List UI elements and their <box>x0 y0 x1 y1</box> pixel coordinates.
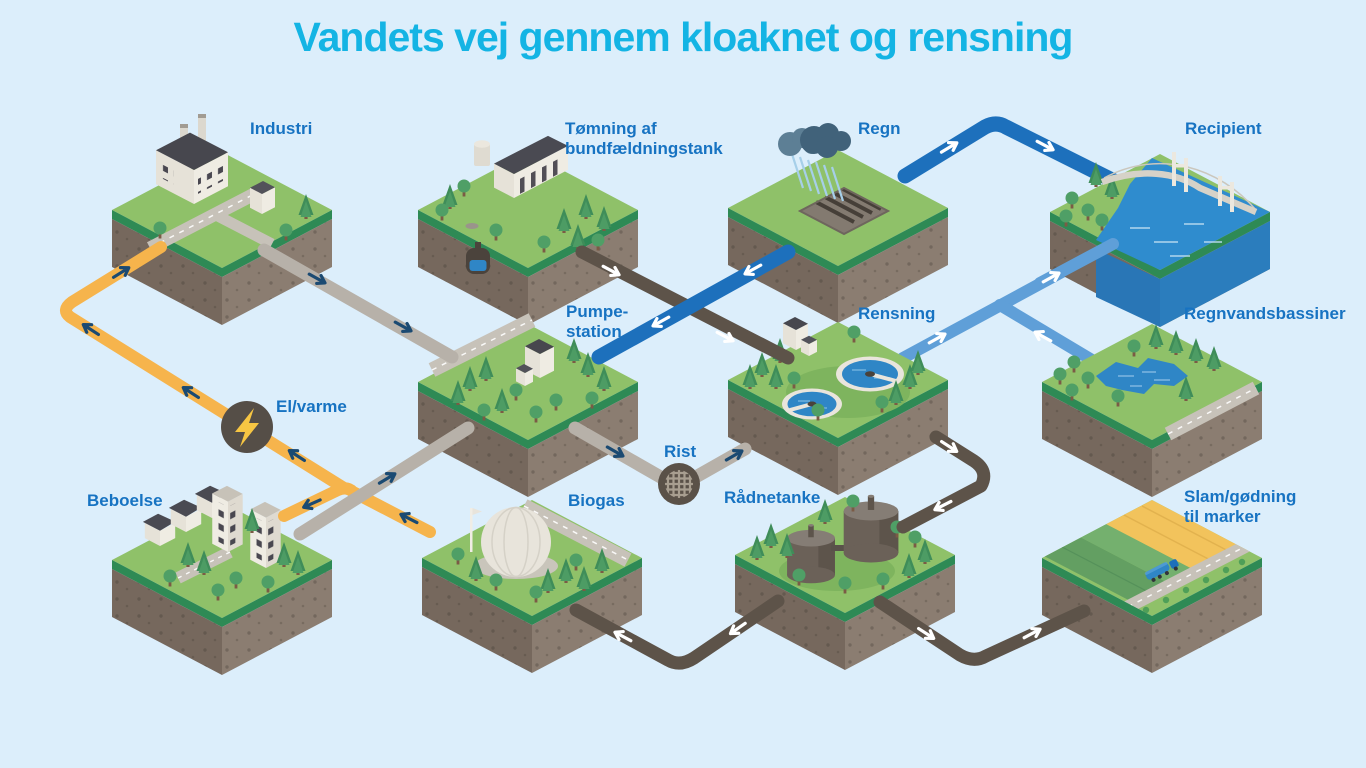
bridge <box>1100 152 1258 215</box>
tile-regn <box>728 123 948 323</box>
label-el-varme: El/varme <box>276 397 347 416</box>
tile-slam <box>1042 500 1262 673</box>
pipe-treated-branch-regnvandsbassiner <box>994 299 1098 366</box>
pipe-energy-biogas-elvarme-industri <box>60 241 350 494</box>
farmhouse <box>474 135 568 198</box>
apartment-block <box>212 485 243 552</box>
label-pumpestation: Pumpe-station <box>566 302 629 342</box>
tile-toemning <box>418 135 638 325</box>
tile-recipient <box>1050 152 1270 327</box>
pipe-wastewater-industri-pumpestation <box>257 243 459 364</box>
tile-rensning <box>728 317 948 495</box>
pipe-sludge-raadnetanke-biogas <box>569 594 785 670</box>
page-title: Vandets vej gennem kloaknet og rensning <box>293 14 1074 60</box>
tile-beboelse <box>112 485 332 675</box>
label-industri: Industri <box>250 119 313 138</box>
el-varme-icon <box>221 401 273 453</box>
pump-house <box>516 339 554 386</box>
pipe-rainwater-regn-pumpestation <box>591 244 796 365</box>
biogas-dome <box>470 506 558 579</box>
tile-raadnetanke <box>735 494 955 670</box>
label-regn: Regn <box>858 119 901 138</box>
settling-tank-underground <box>466 242 490 274</box>
label-raadnetanke: Rådnetanke <box>724 488 821 507</box>
factory-building <box>156 114 228 204</box>
manhole-cover <box>465 223 479 229</box>
tile-biogas <box>422 499 642 673</box>
tile-industri <box>112 114 332 325</box>
clarifier-tank <box>782 388 842 420</box>
label-regnvandsbassiner: Regnvandsbassiner <box>1184 304 1346 323</box>
label-rist: Rist <box>664 442 697 461</box>
label-beboelse: Beboelse <box>87 491 163 510</box>
rist-icon <box>658 463 700 505</box>
pipes-front <box>60 238 1119 670</box>
river-water <box>1096 158 1270 270</box>
rain-basin-pond <box>1096 358 1188 394</box>
rain-cloud-icon <box>778 123 851 158</box>
label-biogas: Biogas <box>568 491 625 510</box>
pipe-sludge-raadnetanke-slam <box>873 595 1091 666</box>
label-recipient: Recipient <box>1185 119 1262 138</box>
rain <box>790 153 845 202</box>
label-rensning: Rensning <box>858 304 936 323</box>
pipe-energy-branch-beboelse <box>278 482 436 538</box>
street-grate <box>797 186 891 236</box>
apartment-block <box>250 501 281 568</box>
pipe-rainwater-regn-recipient <box>897 116 1136 196</box>
lightning-bolt-icon <box>235 408 259 447</box>
plant-house <box>783 317 817 356</box>
tile-regnvandsbassiner <box>1042 324 1262 497</box>
clarifier-tank <box>836 356 904 392</box>
pipe-sludge-rensning-raadnetanke <box>896 430 991 534</box>
tanker-truck <box>1144 559 1179 582</box>
